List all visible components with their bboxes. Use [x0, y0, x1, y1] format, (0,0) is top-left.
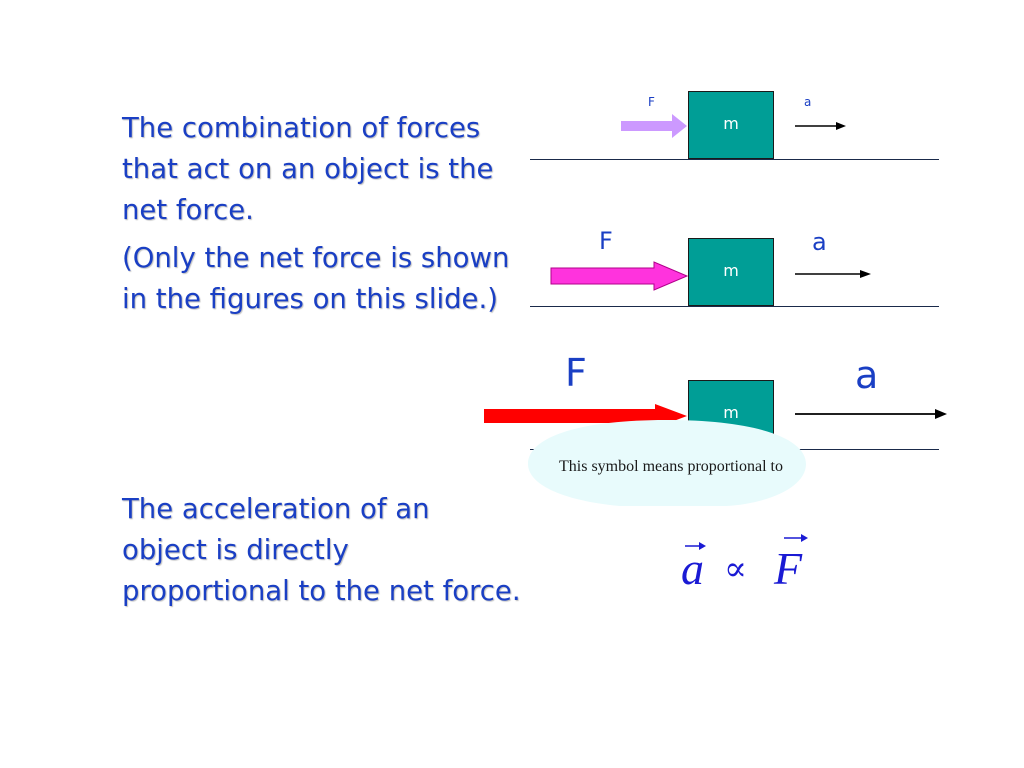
- callout-text: This symbol means proportional to: [559, 458, 783, 475]
- vector-arrow-a-icon: [685, 542, 706, 550]
- callout-bubble: [528, 420, 806, 506]
- formula-rhs: F: [773, 543, 803, 594]
- net-force-note: (Only the net force is shown in the figu…: [122, 242, 510, 315]
- ground-line-1: [530, 159, 939, 160]
- accel-label-3: a: [855, 353, 879, 397]
- accel-arrow-2: [795, 270, 871, 278]
- net-force-definition: The combination of forces that act on an…: [122, 112, 494, 226]
- accel-arrow-3: [795, 409, 947, 419]
- vector-arrow-f-icon: [784, 534, 808, 542]
- force-label-3: F: [565, 351, 587, 395]
- force-label-2: F: [599, 227, 613, 255]
- proportionality-formula: a ∝ F: [681, 534, 808, 594]
- accel-label-2: a: [812, 228, 827, 256]
- proportionality-statement: The acceleration of an object is directl…: [122, 493, 521, 607]
- force-arrow-1: [621, 114, 687, 138]
- ground-line-2: [530, 306, 939, 307]
- mass-block-1: m: [688, 91, 774, 159]
- force-label-1: F: [648, 95, 655, 109]
- formula-symbol: ∝: [724, 549, 747, 589]
- accel-label-1: a: [804, 95, 812, 109]
- force-arrow-2: [550, 261, 689, 291]
- mass-block-2: m: [688, 238, 774, 306]
- formula-lhs: a: [681, 543, 704, 594]
- accel-arrow-1: [795, 122, 846, 130]
